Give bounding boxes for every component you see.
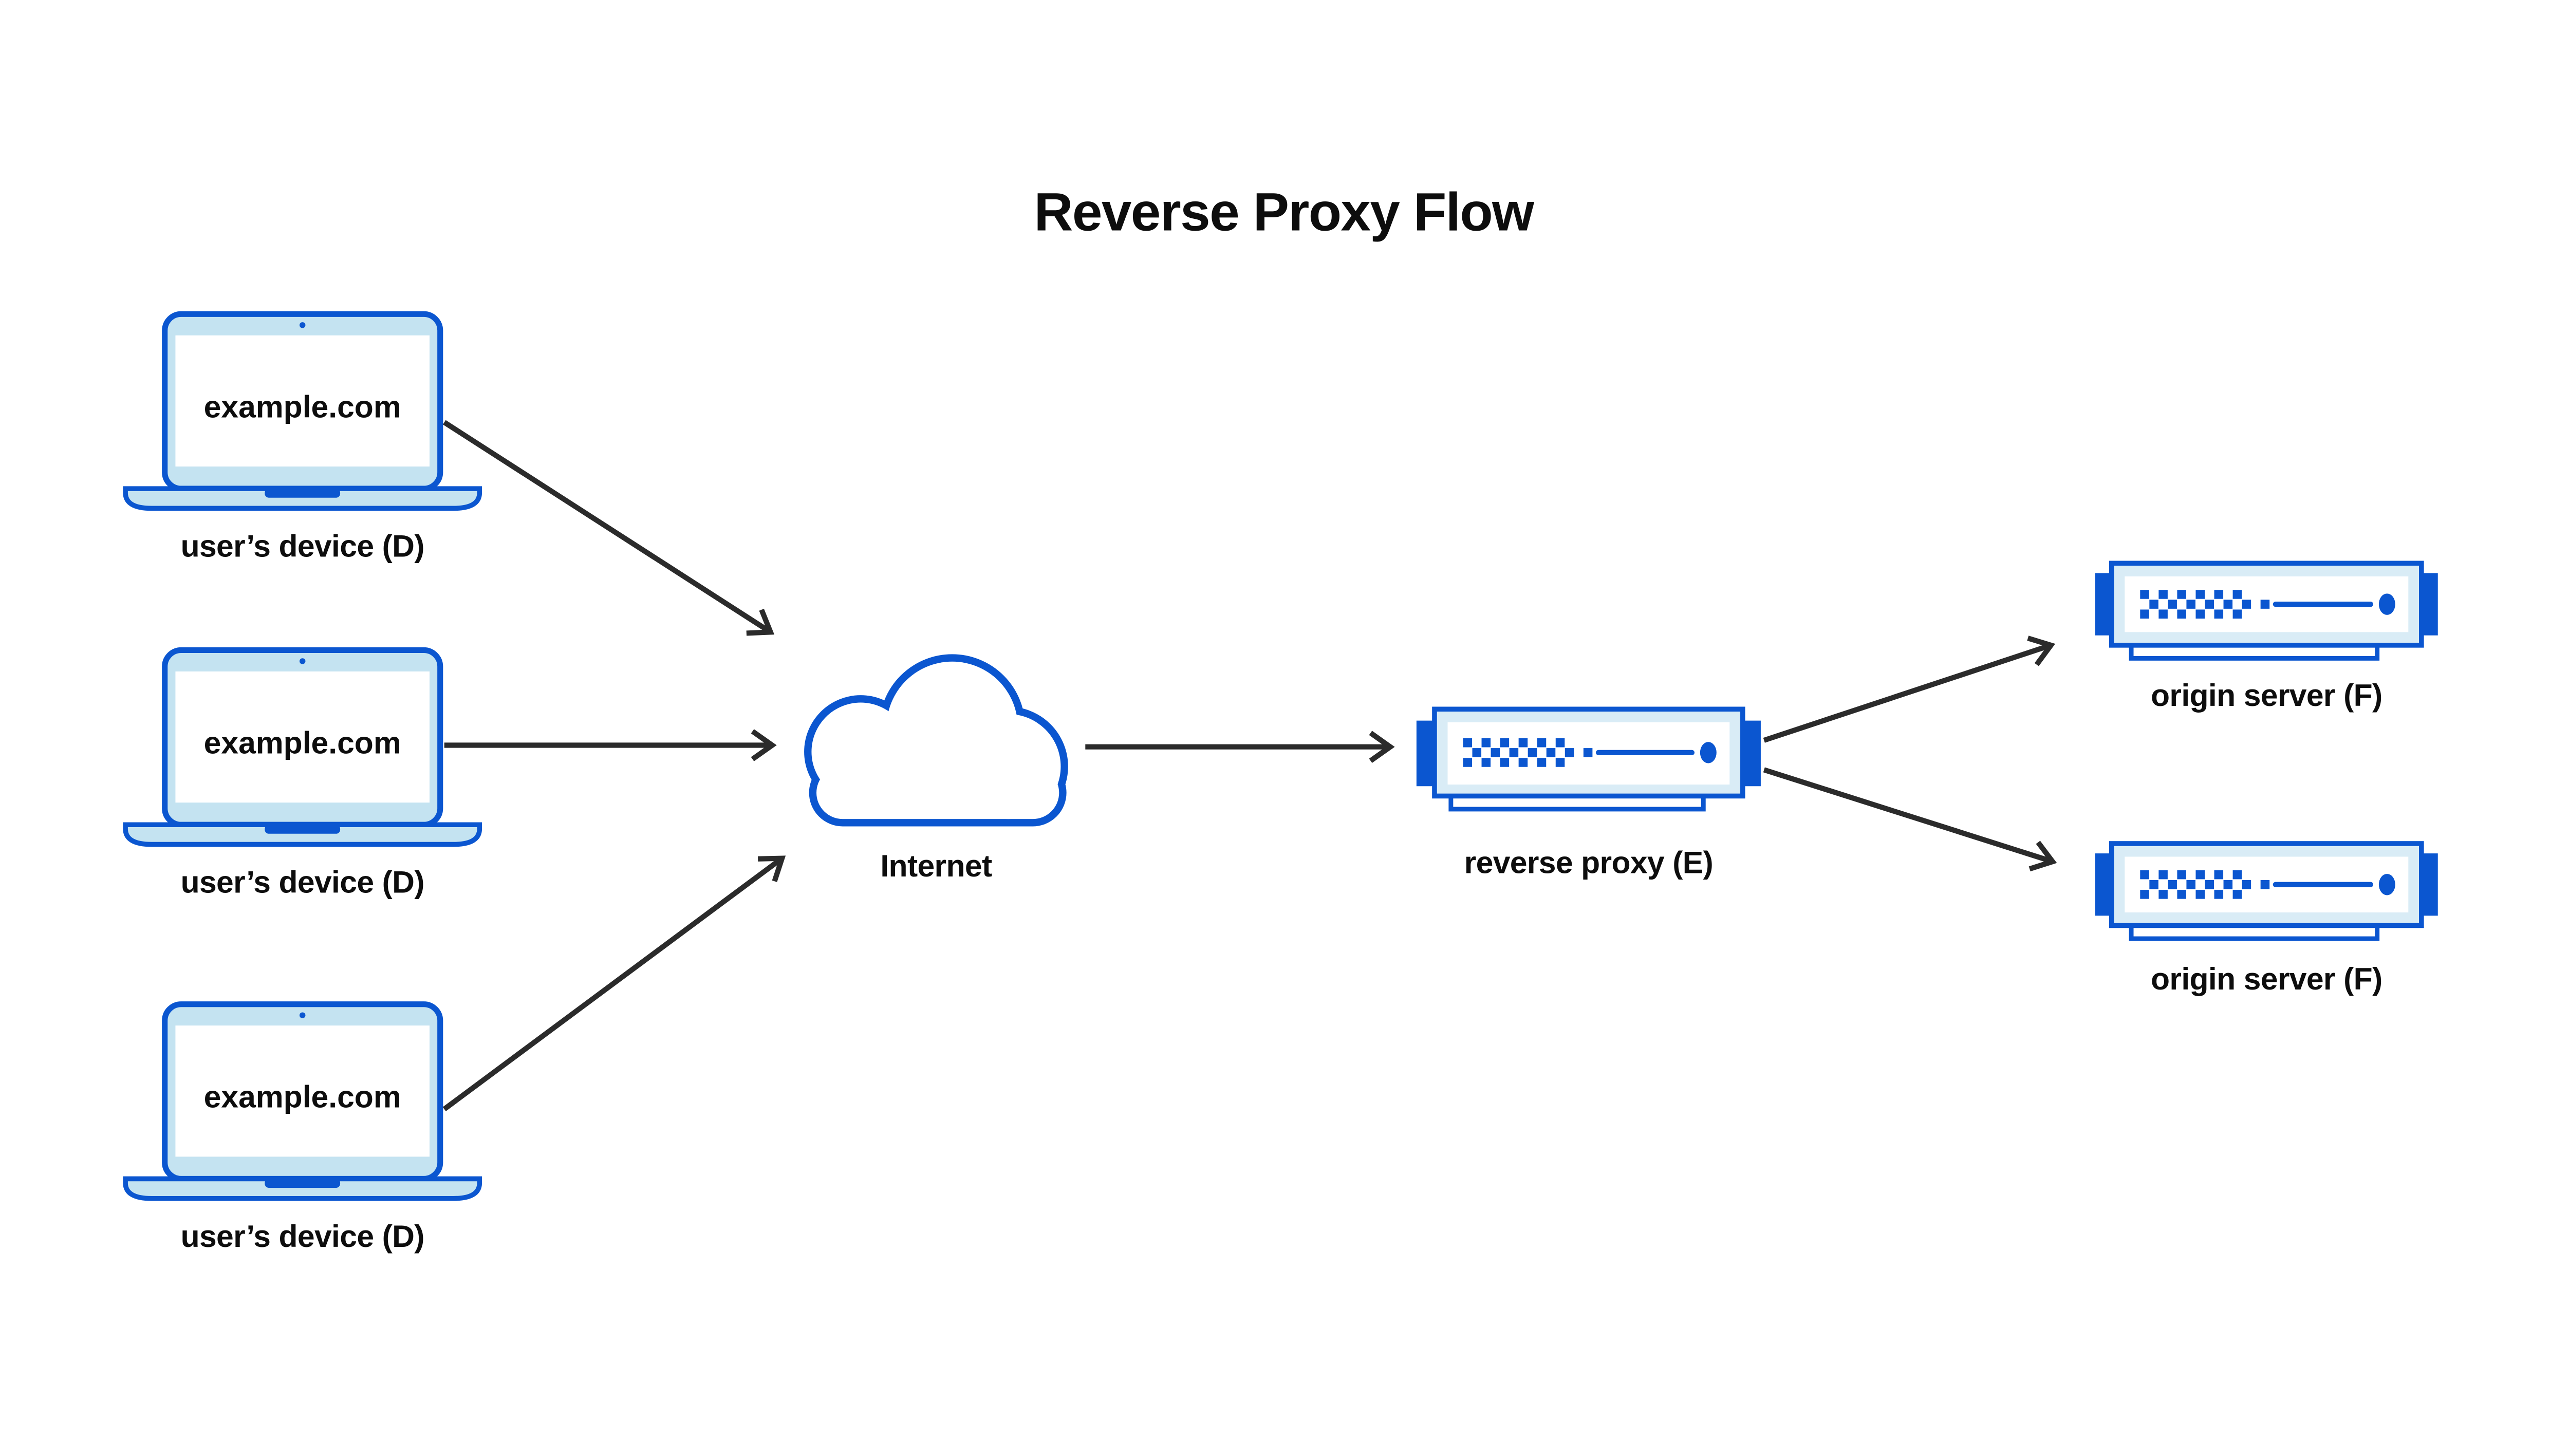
arrow-device1-to-internet bbox=[442, 420, 775, 636]
server-power-dot bbox=[1700, 742, 1717, 763]
user-device-2-node: example.com user’s device (D) bbox=[125, 650, 479, 900]
server-icon bbox=[1416, 706, 1761, 812]
internet-node: Internet bbox=[804, 654, 1068, 883]
device-label: user’s device (D) bbox=[181, 1219, 424, 1254]
reverse-proxy-node: reverse proxy (E) bbox=[1416, 706, 1761, 880]
origin-server-1-node: origin server (F) bbox=[2095, 563, 2438, 713]
origin-server-label: origin server (F) bbox=[2151, 961, 2382, 996]
origin-server-label: origin server (F) bbox=[2151, 678, 2382, 713]
device-screen-text: example.com bbox=[204, 389, 401, 424]
cloud-icon bbox=[804, 654, 1068, 827]
device-label: user’s device (D) bbox=[181, 865, 424, 900]
arrow-device3-to-internet bbox=[442, 855, 786, 1111]
reverse-proxy-label: reverse proxy (E) bbox=[1464, 845, 1713, 880]
server-icon bbox=[2095, 563, 2438, 658]
device-label: user’s device (D) bbox=[181, 529, 424, 564]
arrow-proxy-to-origin1 bbox=[1763, 636, 2056, 743]
internet-label: Internet bbox=[880, 848, 992, 883]
device-screen-text: example.com bbox=[204, 725, 401, 760]
origin-server-2-node: origin server (F) bbox=[2095, 844, 2438, 996]
arrow-proxy-to-origin2 bbox=[1763, 767, 2057, 872]
device-screen-text: example.com bbox=[204, 1079, 401, 1114]
user-device-3-node: example.com user’s device (D) bbox=[125, 1004, 479, 1254]
server-icon bbox=[2095, 844, 2438, 939]
user-device-1-node: example.com user’s device (D) bbox=[125, 314, 479, 564]
page-title: Reverse Proxy Flow bbox=[1034, 182, 1535, 242]
